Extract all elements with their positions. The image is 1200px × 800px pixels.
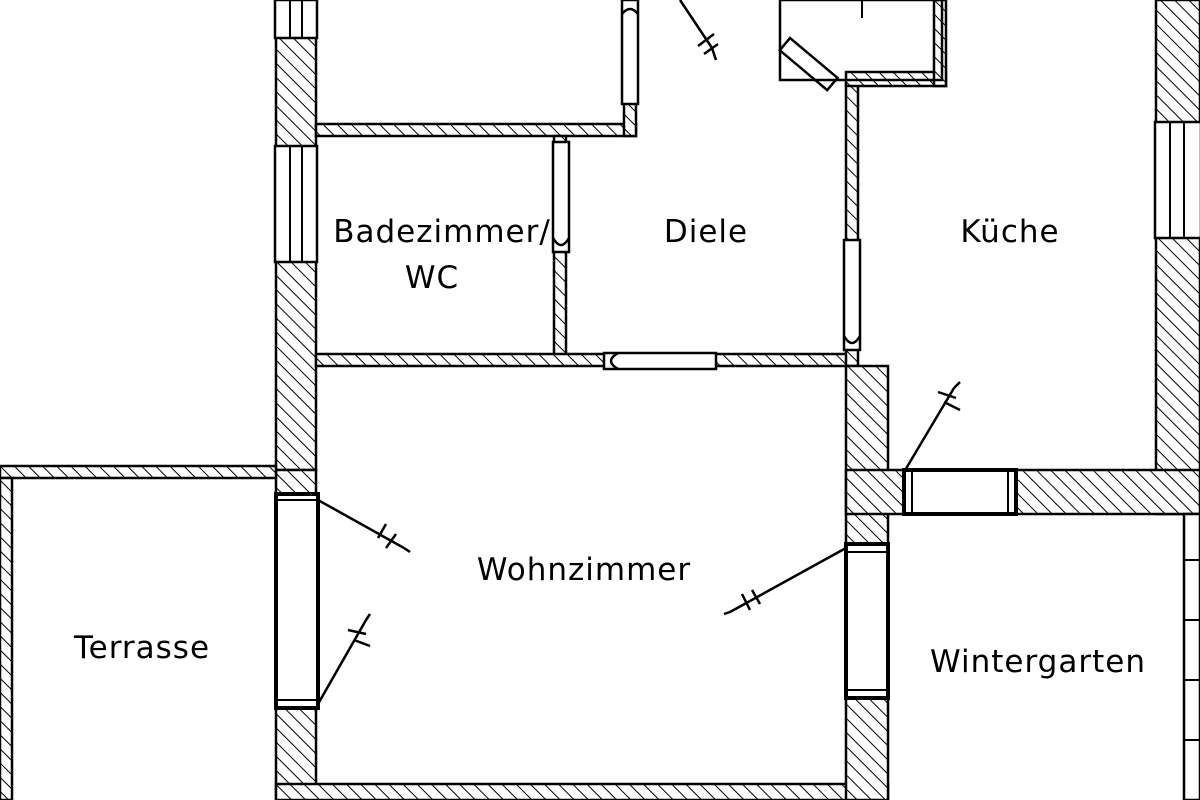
wall-kitchen-right bbox=[1154, 0, 1200, 516]
wall-bath-living bbox=[314, 352, 858, 368]
kitchen-wintergarden-door bbox=[902, 468, 1018, 516]
door-closet bbox=[777, 36, 840, 92]
wall-terrace-left bbox=[0, 476, 14, 800]
windows bbox=[273, 0, 1200, 800]
label-terrace: Terrasse bbox=[73, 630, 210, 666]
arrow-terrace-lower bbox=[316, 613, 372, 705]
window-top-left bbox=[273, 0, 319, 40]
window-bathroom bbox=[273, 144, 319, 264]
label-winter-garden: Wintergarten bbox=[930, 644, 1146, 680]
door-kitchen bbox=[842, 238, 862, 352]
door-hall-living bbox=[602, 351, 718, 371]
label-bathroom-line2: WC bbox=[405, 260, 459, 296]
closet bbox=[778, 0, 944, 82]
label-hall: Diele bbox=[664, 214, 748, 250]
door-bathroom bbox=[551, 140, 571, 254]
arrow-terrace-upper bbox=[317, 498, 411, 554]
door-upper-room bbox=[620, 0, 640, 106]
arrow-wintergarden bbox=[723, 546, 847, 616]
wall-bath-top bbox=[314, 122, 638, 138]
flow-arrows bbox=[316, 0, 961, 705]
room-labels: Badezimmer/ WC Diele Küche Wohnzimmer Te… bbox=[73, 214, 1146, 680]
arrow-hall-top bbox=[678, 0, 719, 61]
interior-doors bbox=[551, 0, 944, 371]
window-kitchen bbox=[1153, 120, 1200, 240]
wall-bottom bbox=[274, 782, 890, 800]
label-living-room: Wohnzimmer bbox=[477, 552, 691, 588]
label-bathroom-line1: Badezimmer/ bbox=[333, 214, 551, 250]
wall-closet-right bbox=[932, 0, 948, 88]
wintergarden-door bbox=[844, 542, 890, 700]
window-wintergarden-right bbox=[1182, 512, 1200, 800]
wall-kitchen-bottom bbox=[844, 468, 1200, 516]
terrace-door bbox=[274, 492, 320, 710]
wall-terrace-top bbox=[0, 464, 278, 480]
label-kitchen: Küche bbox=[960, 214, 1059, 250]
arrow-kitchen bbox=[902, 381, 961, 473]
